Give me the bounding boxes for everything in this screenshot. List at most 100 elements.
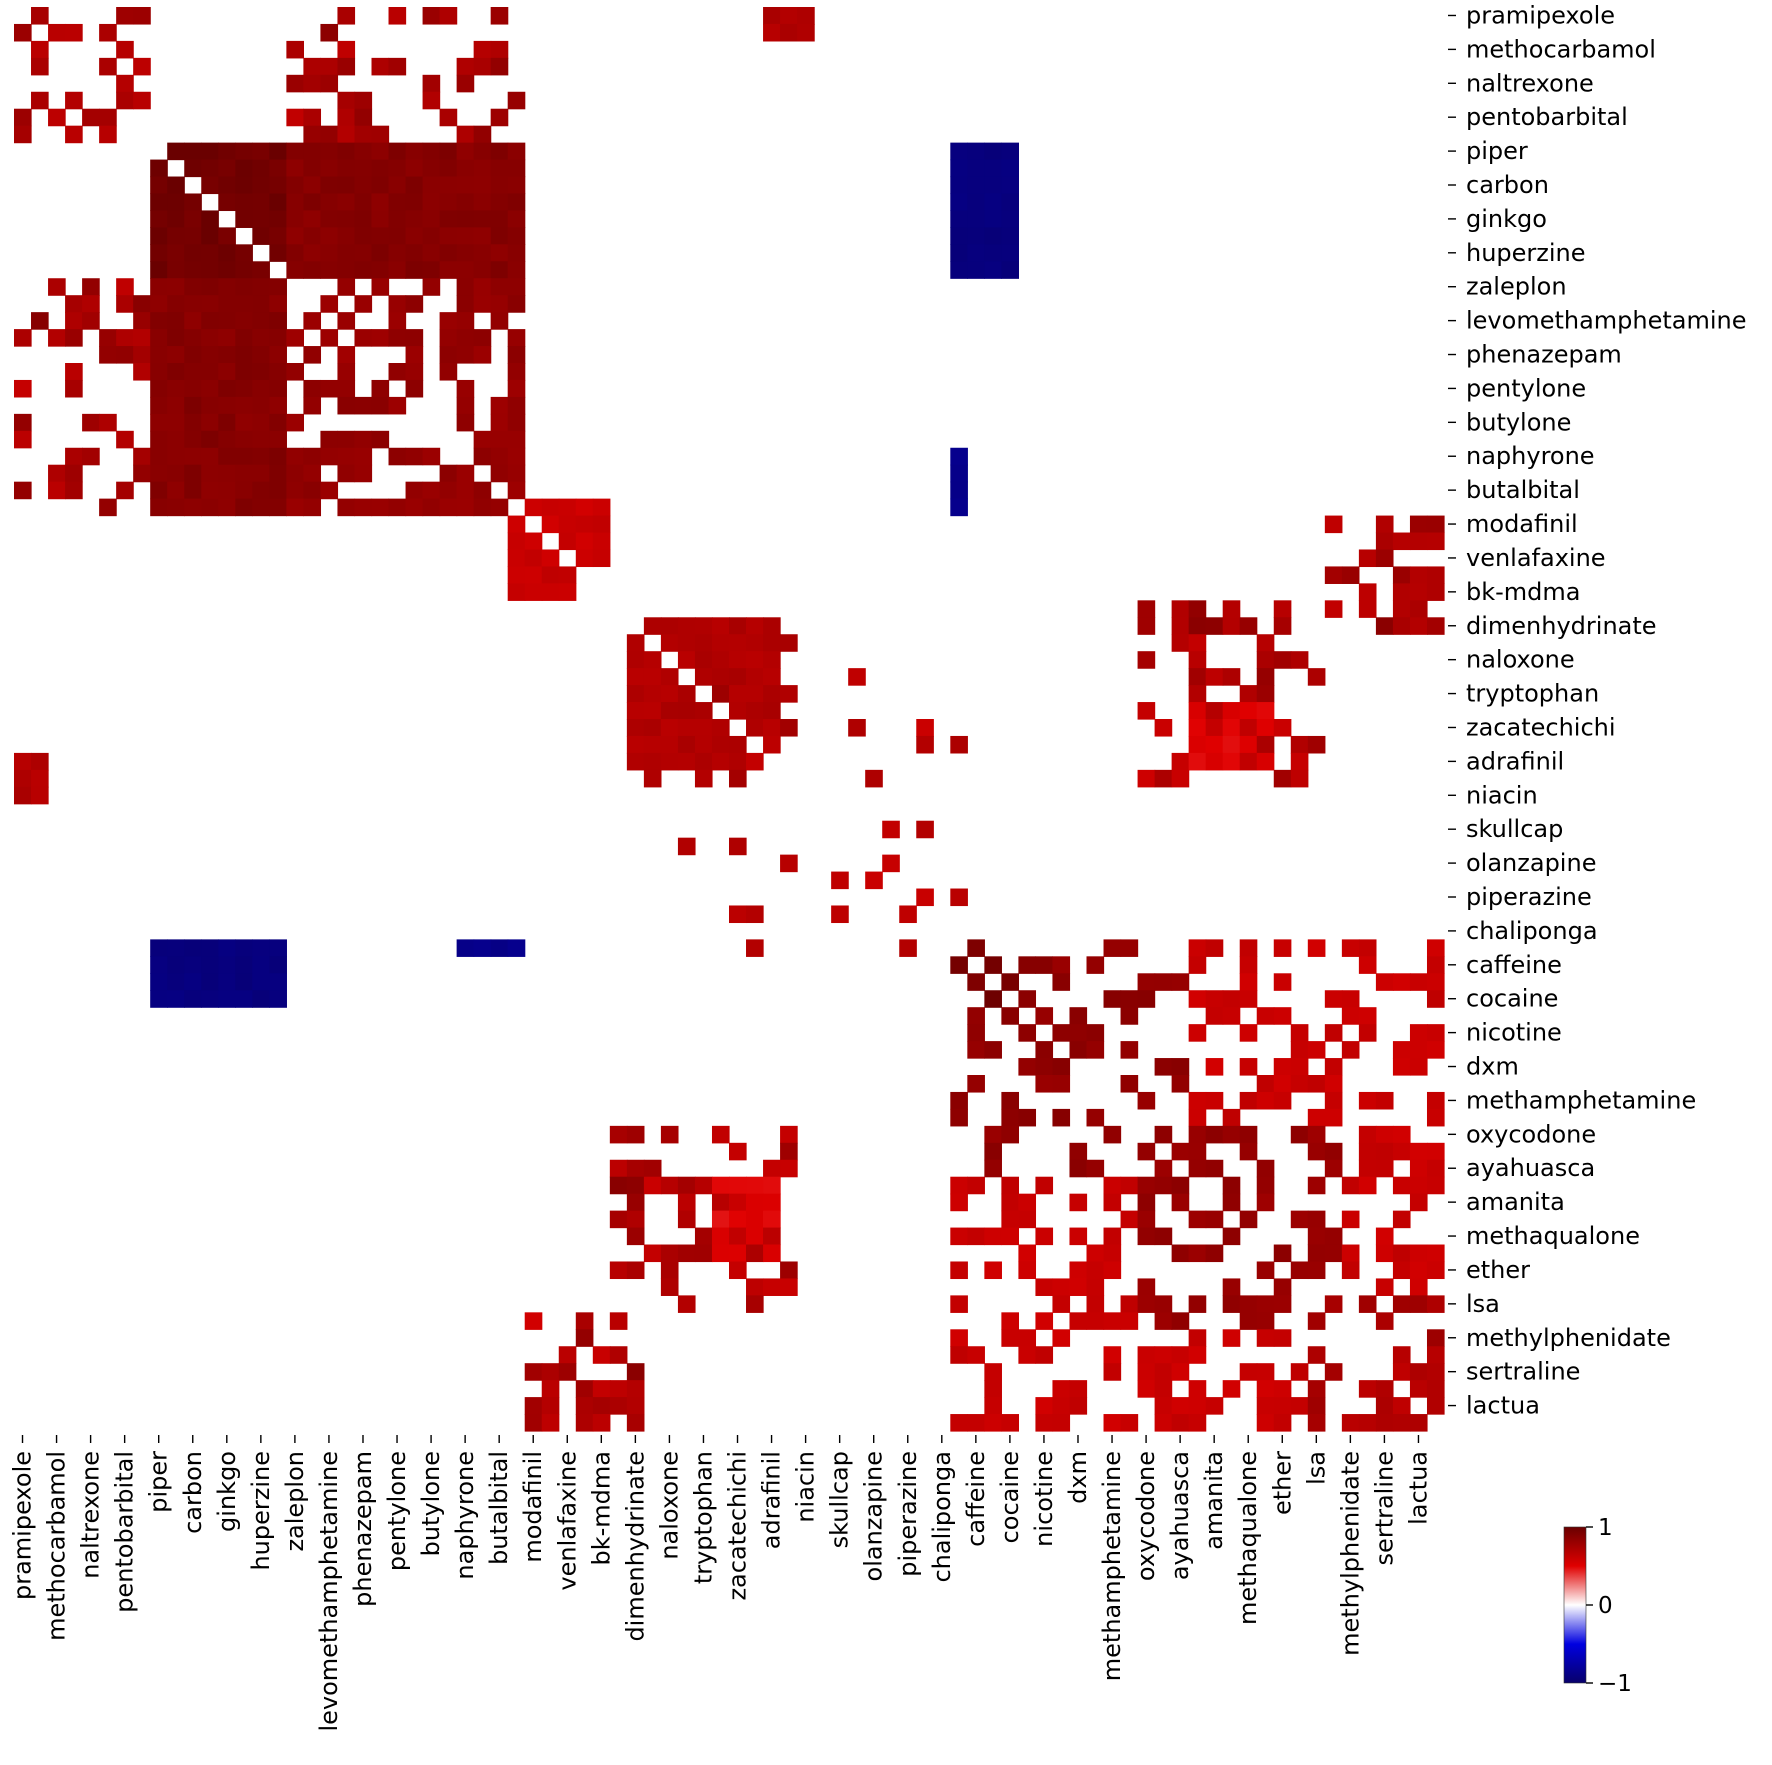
heatmap-cell <box>711 1125 730 1144</box>
row-tick-label: lactua <box>1466 1392 1540 1420</box>
heatmap-cell <box>184 379 202 398</box>
heatmap-cell <box>1222 1007 1241 1025</box>
heatmap-cell <box>1052 1024 1071 1042</box>
heatmap-cell <box>1086 1312 1105 1330</box>
heatmap-cell <box>507 261 526 279</box>
heatmap-cell <box>1273 1278 1292 1296</box>
heatmap-cell <box>1256 1176 1275 1195</box>
heatmap-cell <box>660 752 679 771</box>
heatmap-cell <box>729 1210 747 1229</box>
heatmap-cell <box>269 379 287 398</box>
heatmap-cell <box>371 278 390 296</box>
heatmap-cell <box>65 447 83 466</box>
heatmap-cell <box>1290 1210 1309 1229</box>
heatmap-cell <box>558 532 577 551</box>
heatmap-cell <box>1239 1363 1258 1381</box>
heatmap-cell <box>1171 1244 1190 1263</box>
heatmap-cell <box>354 159 373 178</box>
heatmap-cell <box>1239 752 1258 771</box>
row-tick-label: bk-mdma <box>1466 578 1581 606</box>
heatmap-cell <box>252 956 270 974</box>
heatmap-cell <box>456 329 475 347</box>
heatmap-cell <box>660 685 679 703</box>
heatmap-cell <box>1341 1261 1360 1280</box>
heatmap-cell <box>1188 1414 1207 1432</box>
heatmap-cell <box>1035 1007 1054 1025</box>
heatmap-cell <box>1426 990 1445 1008</box>
heatmap-cell <box>1375 515 1394 534</box>
heatmap-cell <box>388 447 407 466</box>
heatmap-cell <box>252 193 270 212</box>
heatmap-cell <box>1409 1024 1428 1042</box>
heatmap-cell <box>660 1244 679 1263</box>
col-tick-label: butalbital <box>485 1451 513 1565</box>
heatmap-cell <box>1188 752 1207 771</box>
heatmap-cell <box>252 481 270 500</box>
heatmap-cell <box>1171 1312 1190 1330</box>
row-tick-label: piperazine <box>1466 883 1592 911</box>
row-tick-label: nicotine <box>1466 1019 1562 1047</box>
heatmap-cell <box>303 447 322 466</box>
heatmap-cell <box>797 7 815 25</box>
heatmap-cell <box>303 396 322 415</box>
heatmap-cell <box>320 23 339 42</box>
heatmap-cell <box>780 719 798 737</box>
heatmap-cell <box>677 685 696 703</box>
row-tick-label: chaliponga <box>1466 917 1598 945</box>
heatmap-cell <box>184 973 202 991</box>
heatmap-cell <box>1307 1312 1326 1330</box>
heatmap-cell <box>1256 702 1275 720</box>
heatmap-cell <box>1120 1041 1139 1059</box>
heatmap-cell <box>14 481 32 500</box>
heatmap-cell <box>490 312 509 330</box>
heatmap-cell <box>167 278 185 296</box>
heatmap-cell <box>201 973 219 991</box>
heatmap-cell <box>14 125 32 144</box>
heatmap-cell <box>1409 583 1428 601</box>
heatmap-cell <box>1018 1108 1037 1127</box>
heatmap-cell <box>507 396 526 415</box>
heatmap-cell <box>746 905 764 924</box>
heatmap-cell <box>1018 1329 1037 1347</box>
heatmap-cell <box>1409 1278 1428 1296</box>
heatmap-cell <box>354 244 373 262</box>
heatmap-cell <box>1358 1125 1377 1144</box>
heatmap-cell <box>201 227 219 245</box>
heatmap-cell <box>1103 1414 1122 1432</box>
heatmap-cell <box>1137 617 1156 635</box>
heatmap-cell <box>150 193 168 212</box>
heatmap-cell <box>626 1159 645 1178</box>
heatmap-cell <box>1375 1278 1394 1296</box>
heatmap-cell <box>1290 1024 1309 1042</box>
heatmap-cell <box>286 108 304 127</box>
heatmap-cell <box>507 278 526 296</box>
heatmap-cell <box>184 447 202 466</box>
heatmap-cell <box>1205 1091 1224 1110</box>
heatmap-cell <box>1035 1075 1054 1093</box>
heatmap-cell <box>1018 1058 1037 1076</box>
heatmap-cell <box>439 227 458 245</box>
heatmap-cell <box>1137 1346 1156 1364</box>
col-tick-label: skullcap <box>826 1451 854 1548</box>
heatmap-cell <box>1069 1380 1088 1398</box>
heatmap-cell <box>184 278 202 296</box>
row-tick-label: niacin <box>1466 781 1538 809</box>
heatmap-cell <box>507 481 526 500</box>
col-tick-label: oxycodone <box>1132 1451 1160 1581</box>
heatmap-cell <box>1358 1007 1377 1025</box>
heatmap-cell <box>1426 1041 1445 1059</box>
heatmap-cell <box>490 108 509 127</box>
heatmap-cell <box>303 125 322 144</box>
heatmap-cell <box>286 142 304 161</box>
heatmap-cell <box>1222 1125 1241 1144</box>
heatmap-cell <box>150 227 168 245</box>
heatmap-cell <box>473 193 492 212</box>
heatmap-cell <box>507 939 526 957</box>
heatmap-cell <box>405 498 424 517</box>
heatmap-cell <box>167 447 185 466</box>
heatmap-cell <box>729 1142 747 1161</box>
heatmap-cell <box>14 108 32 127</box>
heatmap-cell <box>167 464 185 483</box>
heatmap-cell <box>133 447 151 466</box>
heatmap-cell <box>184 210 202 228</box>
